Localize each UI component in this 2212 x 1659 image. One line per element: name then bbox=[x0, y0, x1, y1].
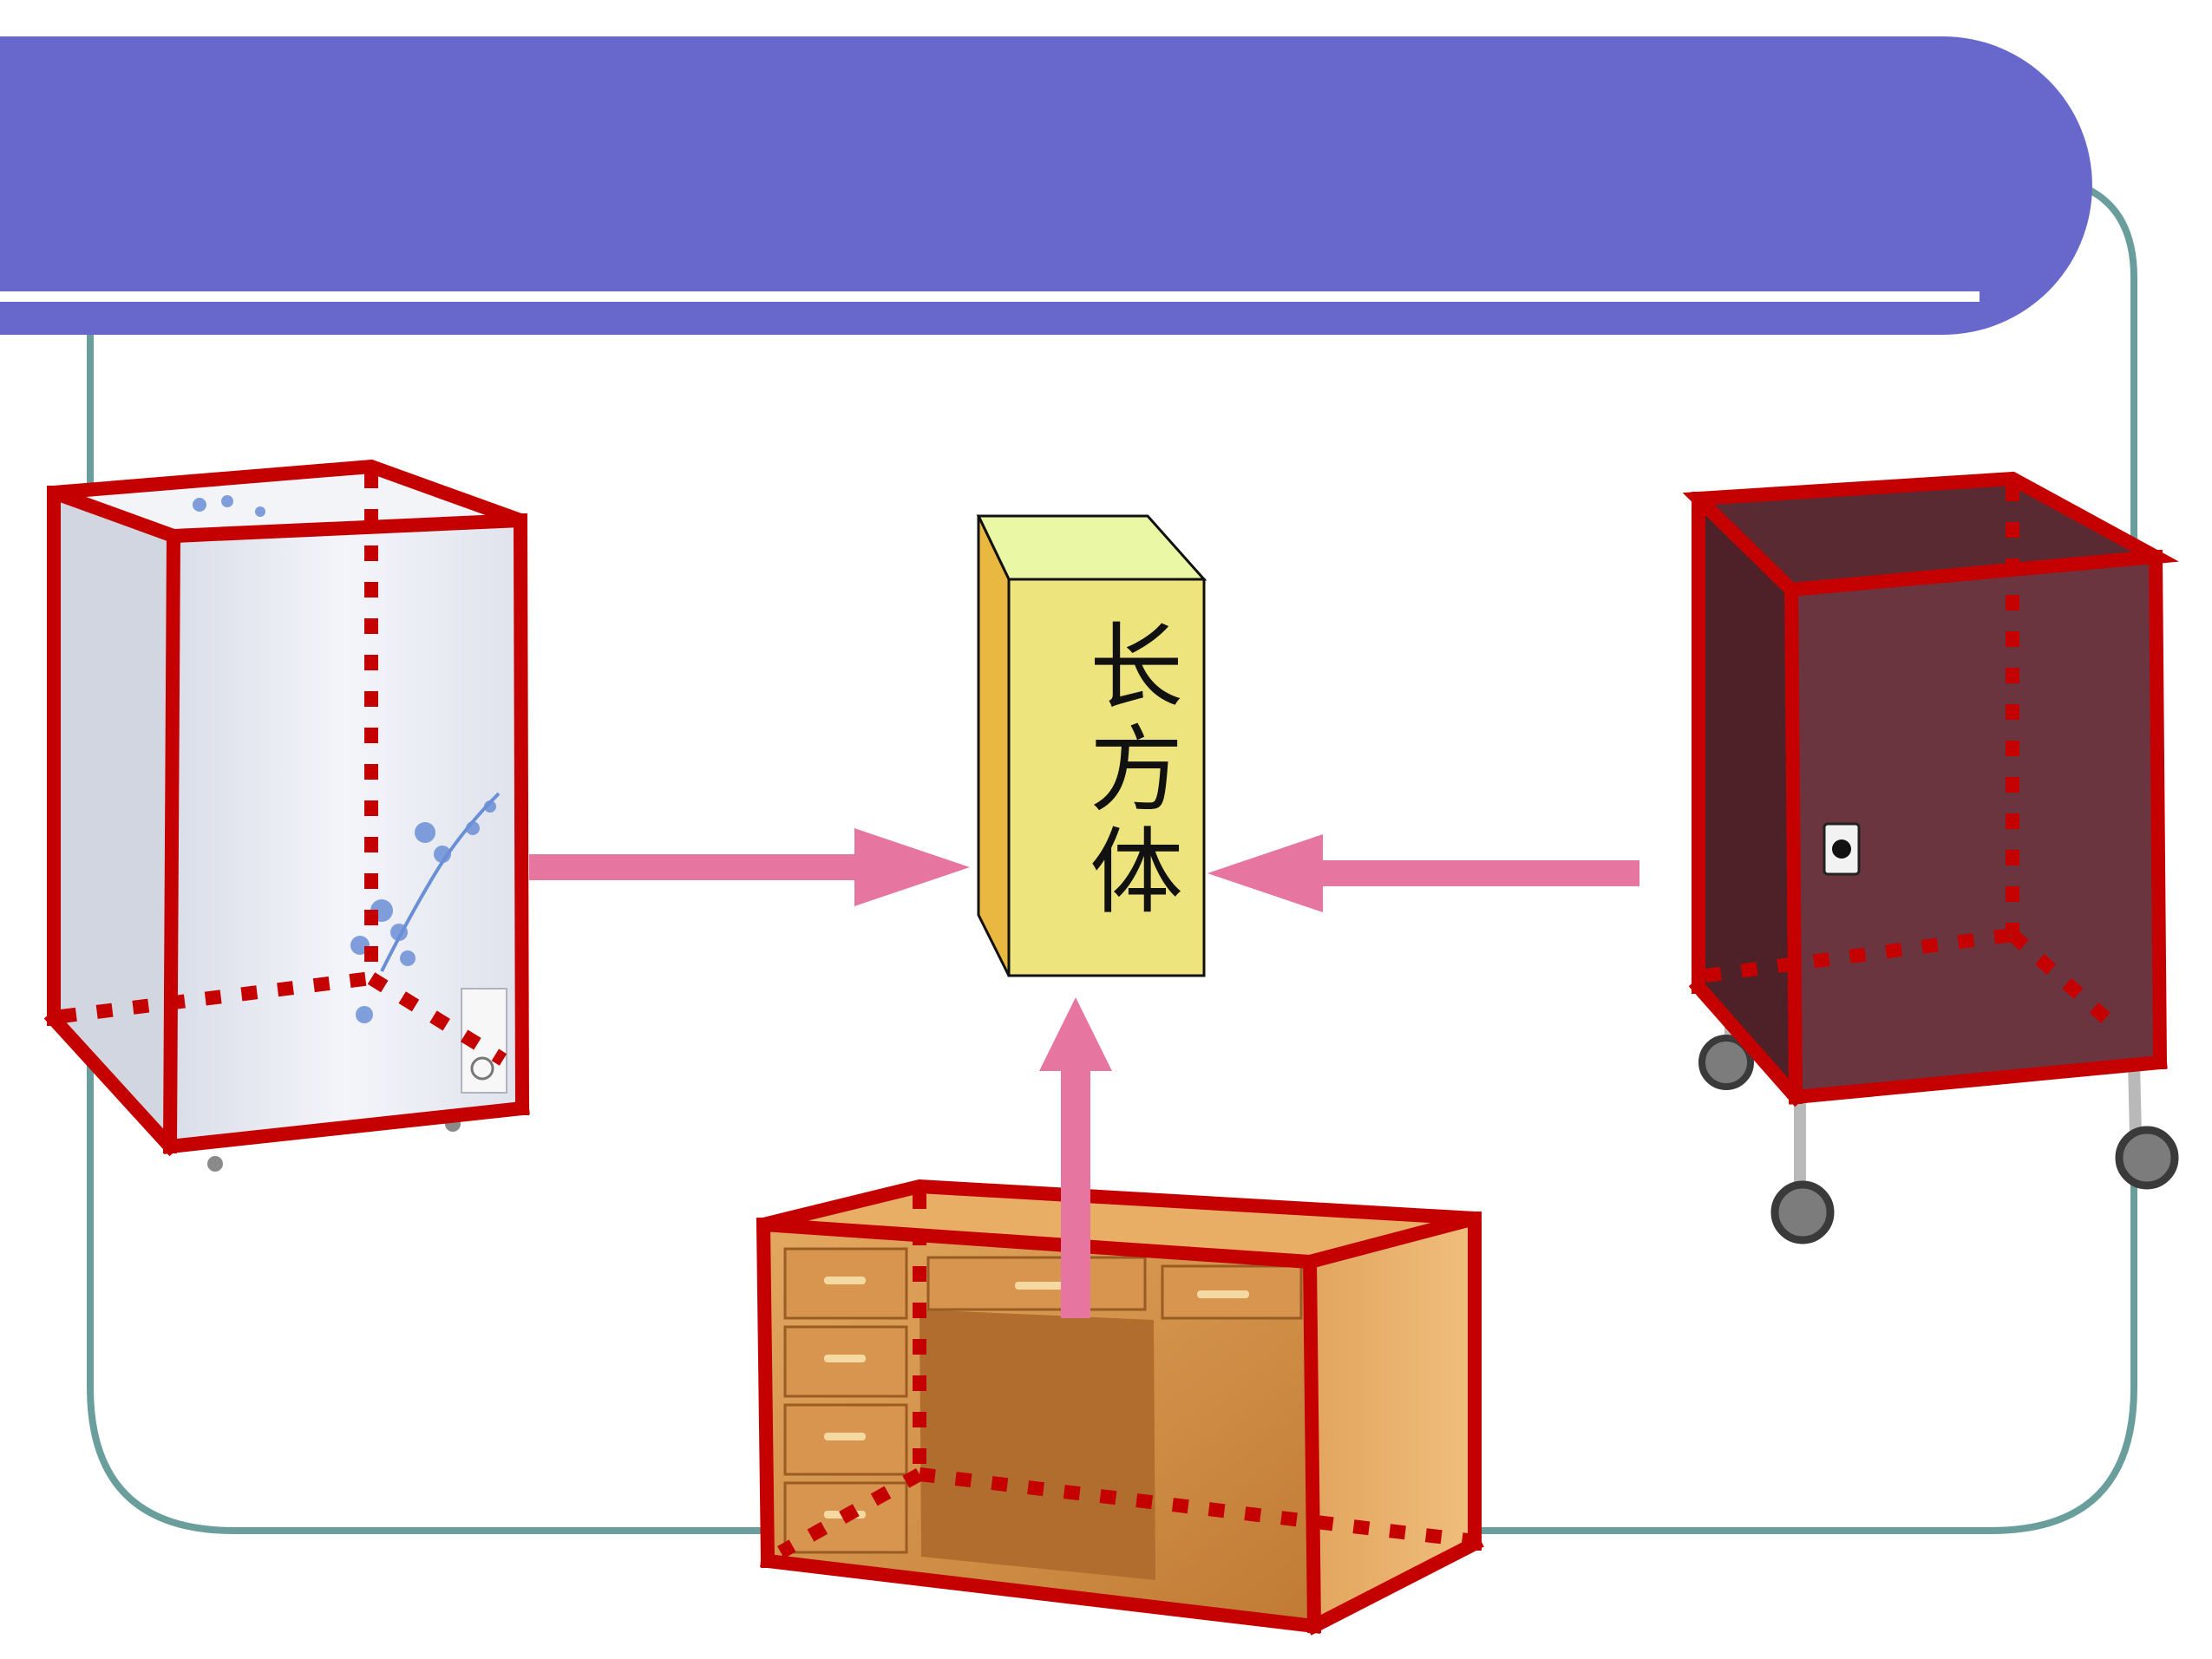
freezer-image bbox=[54, 467, 522, 1172]
cuboid-shape bbox=[976, 514, 1207, 977]
label-char-3: 体 bbox=[1089, 819, 1183, 927]
cuboid-label: 长 方 体 bbox=[1080, 617, 1193, 924]
cabinet-image bbox=[1698, 479, 2179, 1244]
title-banner bbox=[0, 36, 2092, 335]
slide-frame bbox=[87, 183, 2137, 1534]
banner-stripe bbox=[0, 291, 1980, 302]
desk-image bbox=[763, 1186, 1475, 1626]
label-char-2: 方 bbox=[1089, 716, 1183, 825]
cabinet-edges bbox=[1682, 471, 2179, 1107]
desk-edges bbox=[756, 1179, 1484, 1636]
arrow-bottom-to-box bbox=[1039, 997, 1112, 1318]
arrow-right-to-box bbox=[1207, 834, 1639, 912]
label-char-1: 长 bbox=[1089, 614, 1183, 722]
freezer-edges bbox=[43, 459, 530, 1157]
arrow-left-to-box bbox=[529, 828, 970, 906]
